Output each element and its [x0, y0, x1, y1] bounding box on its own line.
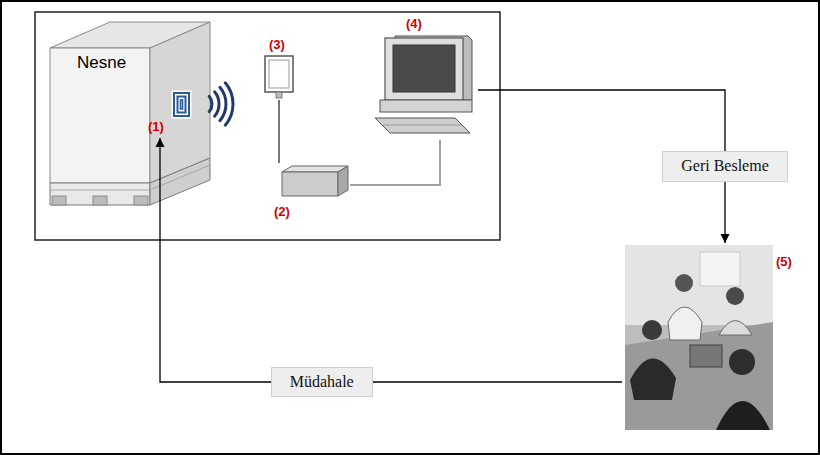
meeting-photo — [625, 245, 773, 430]
meeting-photo-part — [668, 307, 702, 340]
object-box — [50, 22, 210, 205]
computer-part — [385, 38, 463, 100]
rfid-tag — [172, 91, 191, 118]
object-box-part — [93, 196, 107, 205]
rfid-tag-part — [178, 97, 186, 113]
radio-waves-part — [225, 83, 233, 125]
object-box-part — [150, 22, 210, 183]
object-box-part — [50, 183, 150, 205]
computer — [375, 36, 472, 133]
callout-number: (3) — [269, 38, 285, 53]
meeting-photo-part — [700, 252, 740, 286]
computer-part — [375, 118, 470, 133]
rfid-antenna: (3) — [258, 36, 300, 100]
object-box-part — [150, 158, 210, 205]
reader-part — [338, 166, 348, 196]
reader-part — [282, 172, 338, 196]
callout-number: (4) — [406, 17, 422, 32]
antenna-part — [265, 56, 293, 92]
meeting-photo-part — [675, 274, 693, 292]
meeting-photo-part — [729, 349, 755, 375]
radio-waves-part — [220, 87, 226, 120]
antenna-part — [276, 92, 282, 98]
computer: (4) — [370, 15, 478, 140]
computer-part — [383, 125, 462, 126]
object-box-part — [50, 190, 150, 191]
object-label: Nesne — [77, 53, 126, 73]
reader — [282, 166, 348, 196]
meeting-photo-part — [726, 287, 744, 305]
object-box-part — [50, 48, 150, 183]
management-team: (5) — [622, 243, 798, 433]
computer-part — [380, 100, 472, 112]
data-cable — [350, 140, 440, 185]
meeting-photo-part — [625, 245, 773, 430]
object-box-part — [150, 165, 210, 190]
callout-number: (5) — [776, 255, 792, 270]
meeting-photo-part — [630, 358, 676, 400]
rfid-tag: (1) — [146, 88, 194, 138]
meeting-photo-part — [642, 320, 662, 340]
meeting-photo-part — [625, 245, 773, 325]
object-box: Nesne (1) — [50, 22, 210, 217]
meeting-photo-part — [716, 401, 770, 430]
edge-label: Müdahale — [271, 367, 373, 397]
radio-waves-part — [215, 92, 219, 116]
intervention-arrow — [160, 138, 622, 382]
rfid-tag-part — [174, 93, 189, 116]
rfid-tag-part — [181, 100, 183, 109]
reader-part — [282, 166, 348, 172]
callout-number: (2) — [274, 205, 290, 220]
antenna — [265, 56, 293, 98]
callout-number: (1) — [148, 120, 164, 135]
object-box-part — [134, 196, 148, 205]
meeting-photo-part — [690, 345, 722, 367]
edge-label: Geri Besleme — [662, 151, 788, 181]
radio-waves — [209, 83, 233, 125]
antenna-stem — [278, 100, 280, 163]
rfid-tag-part — [172, 91, 191, 118]
antenna-part — [269, 60, 289, 88]
radio-waves-part — [209, 96, 212, 111]
system-frame — [35, 12, 500, 240]
rfid-reader: (2) — [270, 163, 350, 222]
meeting-photo-part — [719, 321, 752, 336]
computer-part — [393, 45, 455, 92]
object-box-part — [52, 196, 66, 205]
